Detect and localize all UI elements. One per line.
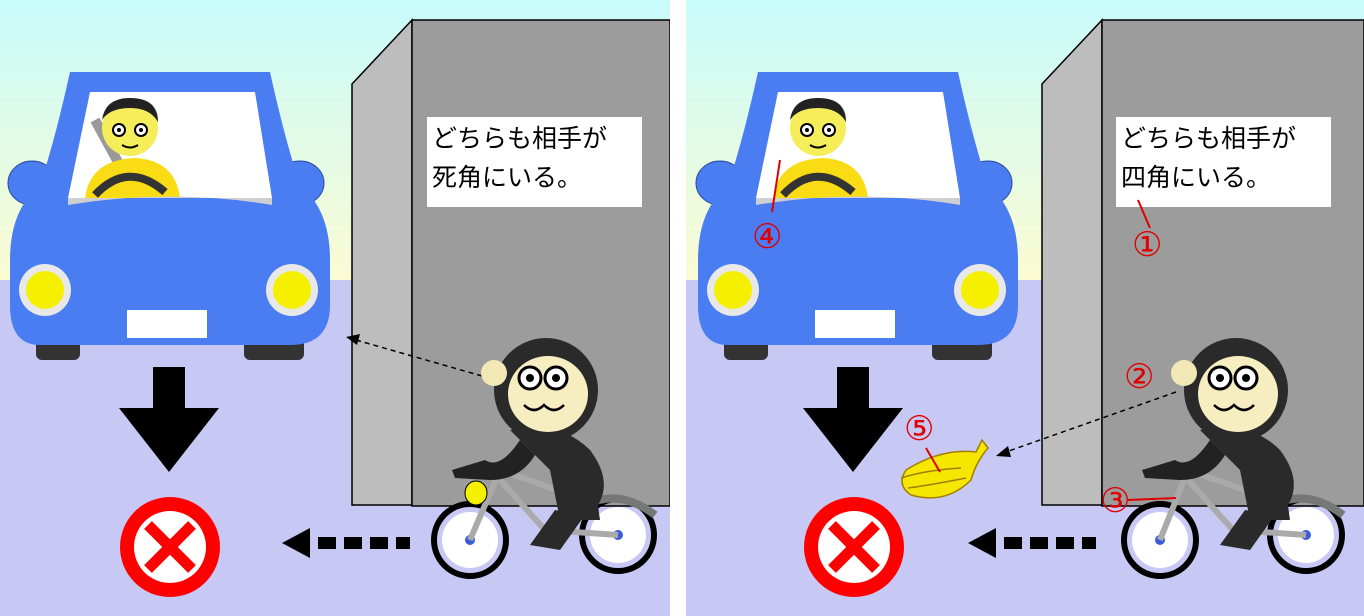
caption-line-2: 四角にいる。 (1121, 163, 1271, 192)
marker-5: ⑤ (904, 409, 934, 449)
monkey-cyclist-icon (1142, 338, 1294, 550)
left-dashed-arrow-icon (968, 528, 1096, 558)
caption-box: どちらも相手が 四角にいる。 (1116, 117, 1331, 207)
wall-icon (1041, 18, 1364, 507)
sight-line (1005, 391, 1177, 453)
wall-icon (351, 18, 670, 507)
marker-1: ① (1132, 225, 1162, 265)
driver-icon (773, 98, 868, 198)
down-arrow-icon (803, 367, 903, 472)
caption-line-1: どちらも相手が (432, 124, 607, 153)
caption-box: どちらも相手が 死角にいる。 (427, 117, 642, 207)
down-arrow-icon (119, 367, 219, 472)
scene-panel-left: どちらも相手が 死角にいる。 (0, 0, 670, 616)
banana-icon (900, 438, 989, 499)
callout-markers: ① ② ③ ④ ⑤ (752, 159, 1177, 521)
caption-line-1: どちらも相手が (1121, 124, 1296, 153)
marker-3: ③ (1100, 481, 1130, 521)
blue-car-icon (7, 72, 330, 360)
marker-4: ④ (752, 217, 782, 257)
marker-2: ② (1124, 357, 1154, 397)
blue-car-icon (695, 72, 1018, 360)
scene-panel-right: どちらも相手が 四角にいる。 (686, 0, 1364, 616)
sight-line (355, 339, 483, 377)
caption-line-2: 死角にいる。 (432, 163, 582, 192)
driver-icon (85, 98, 180, 198)
left-dashed-arrow-icon (282, 528, 410, 558)
no-entry-icon (120, 497, 220, 597)
no-entry-icon (804, 497, 904, 597)
monkey-cyclist-icon (452, 338, 604, 550)
